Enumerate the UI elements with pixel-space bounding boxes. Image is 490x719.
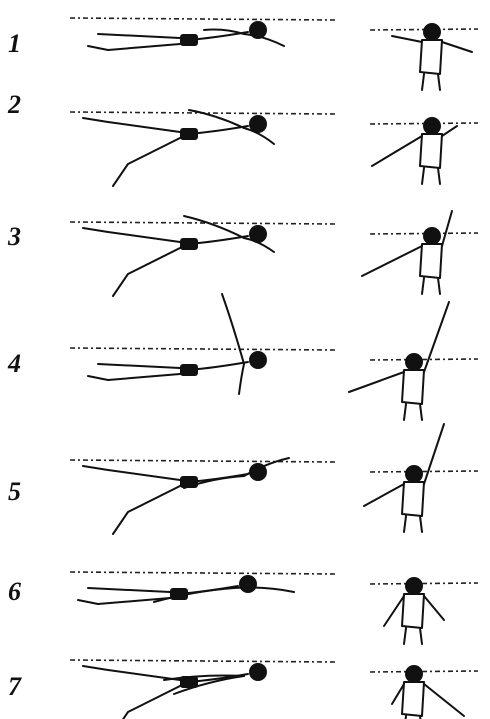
swimmer-arm-left [372, 136, 422, 166]
swimmer-arm-left [392, 36, 422, 42]
waterline [370, 359, 478, 360]
front-view-swimmer [370, 117, 478, 184]
swimmer-torso [420, 134, 442, 168]
side-view-swimmer [70, 458, 335, 534]
swimmer-arm-right [424, 302, 449, 372]
waterline [70, 18, 335, 20]
swimmer-head [405, 665, 423, 683]
swimmer-legs [404, 516, 422, 532]
swimmer-legs [422, 278, 440, 294]
front-view-swimmer [349, 302, 478, 420]
swimmer-arm-right [424, 684, 464, 716]
waterline [70, 348, 335, 350]
swimmer-legs [88, 34, 180, 50]
phase-number: 6 [8, 577, 21, 606]
waterline [70, 222, 335, 224]
swimmer-legs [83, 228, 180, 296]
swimmer-head [239, 575, 257, 593]
swimmer-arm-right [424, 596, 444, 620]
swimmer-head [423, 227, 441, 245]
phase-row-1: 1 [8, 18, 478, 90]
swimmer-arm-left [184, 216, 244, 238]
phase-row-7: 7 [8, 660, 478, 719]
swimsuit [180, 34, 198, 46]
swimmer-arm-right [442, 211, 452, 246]
swimmer-head [249, 663, 267, 681]
swimmer-legs [404, 628, 422, 644]
front-view-swimmer [370, 577, 478, 644]
phase-number: 1 [8, 29, 21, 58]
phase-row-3: 3 [7, 211, 478, 296]
swimmer-arm-right [239, 364, 244, 394]
phase-row-5: 5 [8, 424, 478, 534]
side-view-swimmer [70, 110, 335, 186]
phase-row-2: 2 [7, 90, 478, 186]
front-view-swimmer [362, 211, 478, 294]
swimmer-head [405, 577, 423, 595]
swimsuit [180, 128, 198, 140]
swimmer-arm-left [204, 30, 244, 35]
phase-number: 3 [7, 222, 21, 251]
phase-number: 4 [7, 349, 21, 378]
swimmer-head [405, 465, 423, 483]
swimmer-torso [402, 482, 424, 516]
swimmer-legs [422, 74, 440, 90]
swimmer-head [423, 117, 441, 135]
front-view-swimmer [370, 665, 478, 719]
swimmer-torso [420, 244, 442, 278]
swimmer-head [249, 351, 267, 369]
swimmer-arm-left [222, 294, 244, 364]
waterline [370, 471, 478, 472]
swimmer-legs [88, 364, 180, 380]
swimmer-arm-left [384, 596, 404, 626]
swimmer-arm-right [442, 126, 457, 136]
swimmer-legs [83, 666, 180, 719]
swimmer-legs [422, 168, 440, 184]
swimmer-legs [83, 466, 180, 534]
swimmer-legs [83, 118, 180, 186]
swimmer-arm-left [364, 484, 404, 506]
swimmer-arm-right [442, 42, 472, 52]
swimmer-torso [402, 594, 424, 628]
phase-row-4: 4 [7, 294, 478, 420]
swimmer-arm-left [349, 372, 404, 392]
side-view-swimmer [70, 294, 335, 394]
side-view-swimmer [70, 572, 335, 604]
swimsuit [180, 364, 198, 376]
phase-number: 5 [8, 477, 21, 506]
swimmer-legs [404, 404, 422, 420]
waterline [370, 583, 478, 584]
phase-number: 7 [8, 672, 22, 701]
swimmer-arm-right [154, 588, 234, 602]
side-view-swimmer [70, 18, 335, 50]
front-view-swimmer [370, 23, 478, 90]
side-view-swimmer [70, 660, 335, 719]
swimmer-torso [420, 40, 442, 74]
swimmer-head [423, 23, 441, 41]
front-view-swimmer [364, 424, 478, 532]
swimmer-head [405, 353, 423, 371]
swimmer-arm-right [424, 424, 444, 484]
waterline [70, 572, 335, 574]
swimsuit [180, 238, 198, 250]
waterline [70, 660, 335, 662]
waterline [70, 460, 335, 462]
side-view-swimmer [70, 216, 335, 296]
swimmer-torso [402, 682, 424, 716]
waterline [370, 671, 478, 672]
swimmer-arm-left [362, 246, 422, 276]
phase-number: 2 [7, 90, 21, 119]
phase-row-6: 6 [8, 572, 478, 644]
swimmer-torso [402, 370, 424, 404]
